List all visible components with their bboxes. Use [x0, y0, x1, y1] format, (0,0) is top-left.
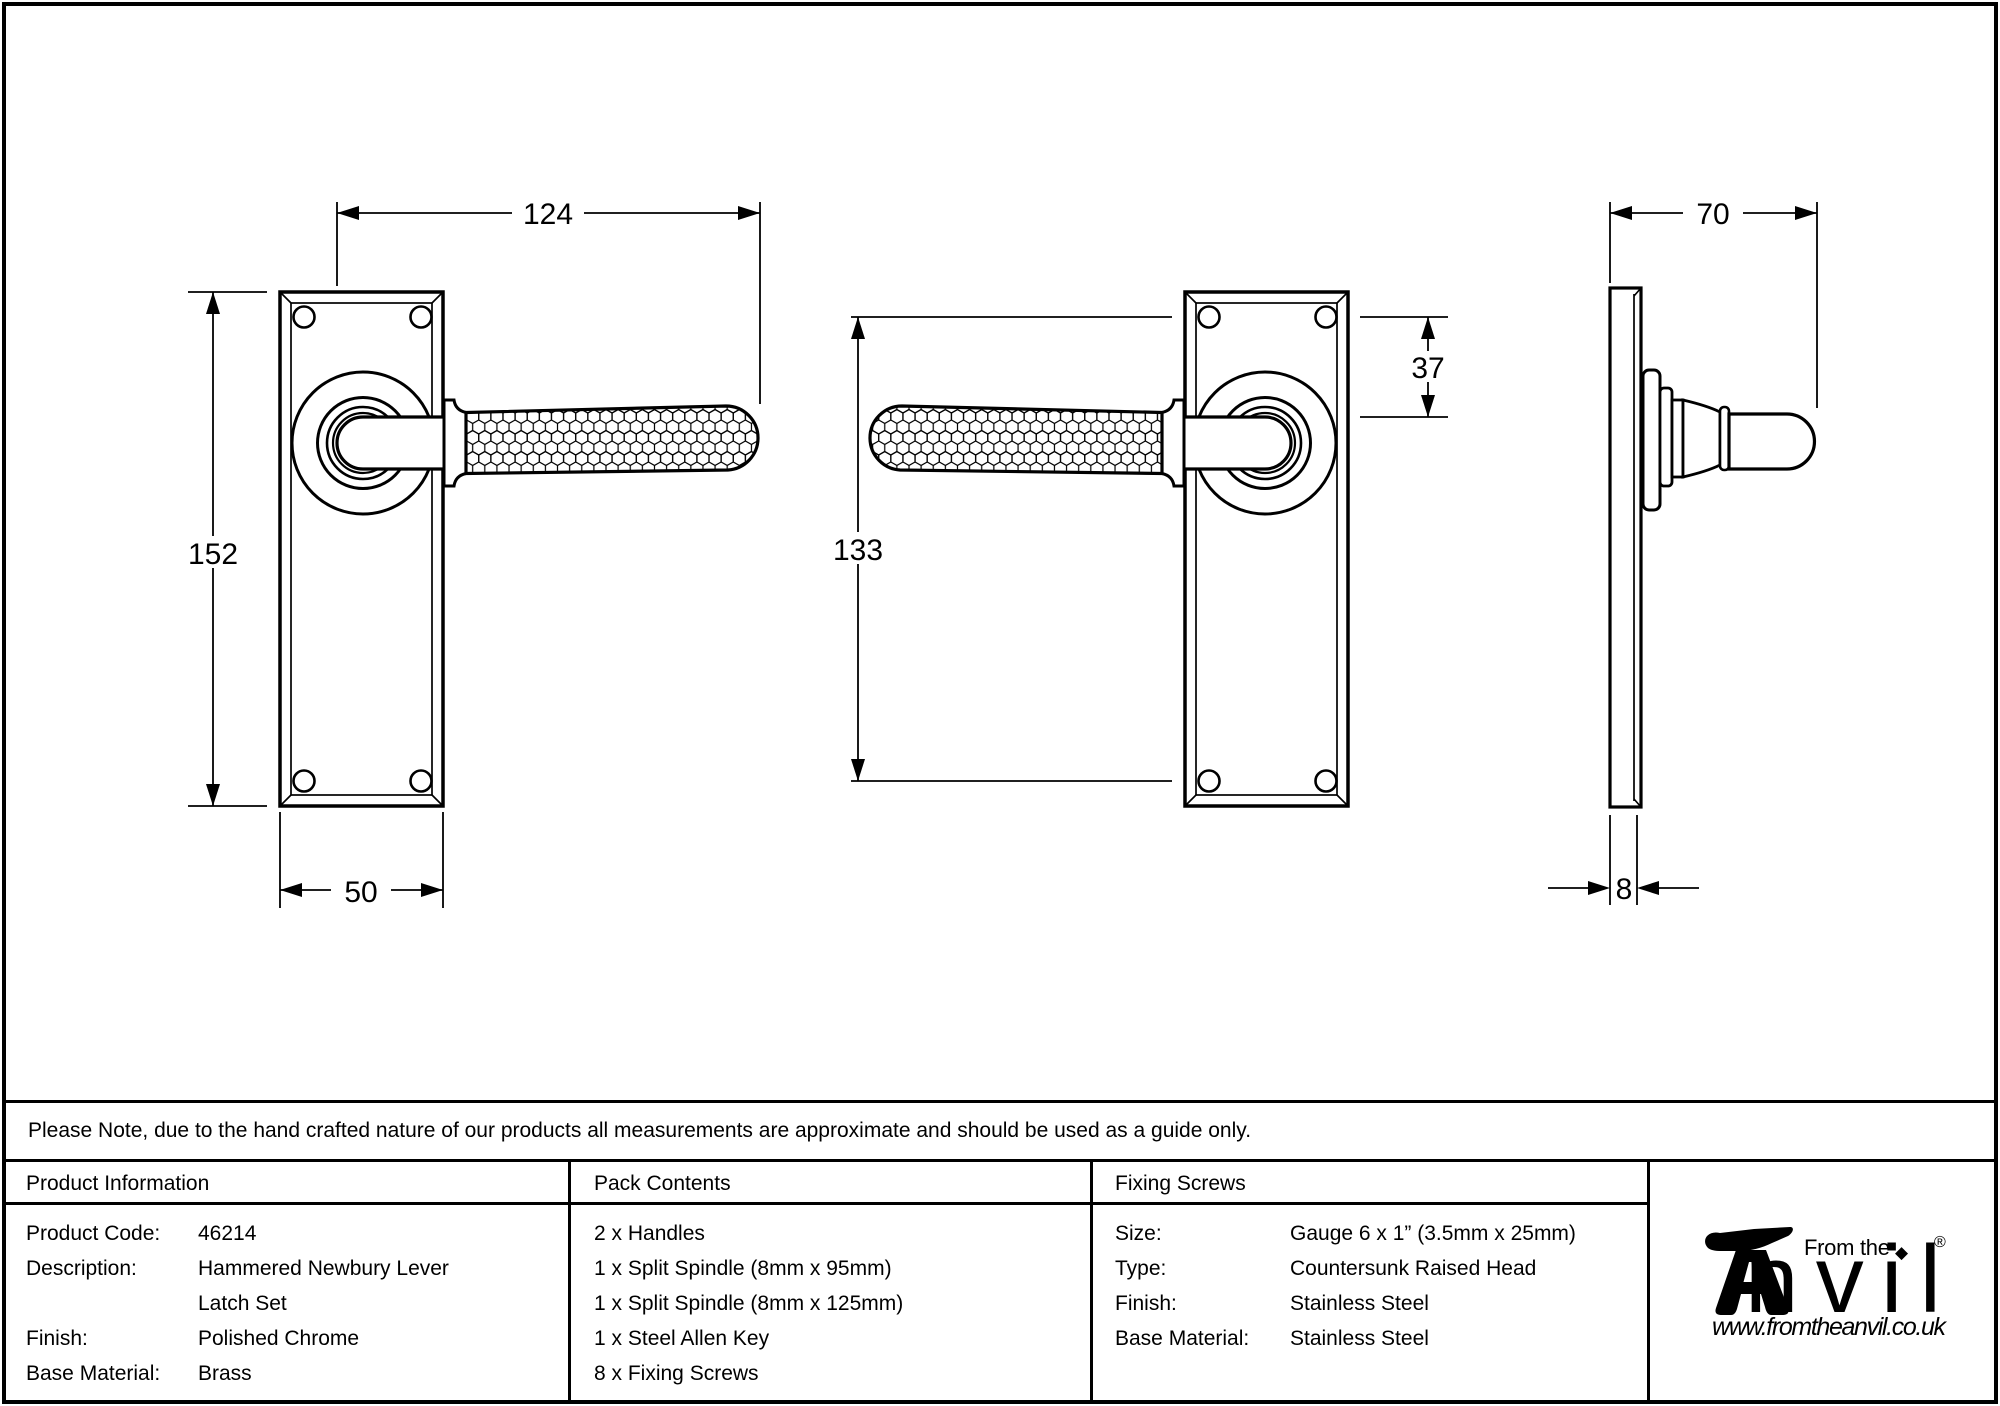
brand-website: www.fromtheanvil.co.uk — [1712, 1313, 1948, 1341]
pack-contents-column: Pack Contents 2 x Handles 1 x Split Spin… — [571, 1162, 1093, 1402]
row-value: 46214 — [198, 1221, 257, 1245]
row-label: Finish: — [1115, 1291, 1177, 1315]
dim-label-152: 152 — [188, 538, 238, 571]
row-value: Latch Set — [198, 1291, 287, 1315]
table-row: Base Material: Stainless Steel — [1115, 1321, 1647, 1356]
row-label: Product Code: — [26, 1221, 161, 1245]
brand-column: nvil From the ◆ ® www.fromtheanvil.co.uk — [1650, 1162, 1998, 1402]
grip-end-side — [1727, 412, 1817, 471]
table-row: Product Code: 46214 — [26, 1216, 568, 1251]
front-backplate — [278, 290, 445, 808]
dim-label-70: 70 — [1696, 198, 1729, 231]
product-info-column: Product Information Product Code: 46214 … — [2, 1162, 571, 1402]
screw-hole — [409, 305, 433, 329]
registered-mark-icon: ® — [1934, 1234, 1946, 1251]
list-item: 1 x Split Spindle (8mm x 125mm) — [594, 1291, 904, 1315]
anvil-icon — [1705, 1227, 1793, 1315]
from-the-anvil-logo: nvil From the ◆ ® www.fromtheanvil.co.uk — [1698, 1222, 1960, 1344]
spec-table: Product Information Product Code: 46214 … — [2, 1162, 1998, 1402]
table-row: Type: Countersunk Raised Head — [1115, 1251, 1647, 1286]
neck-side — [1681, 398, 1722, 479]
dim-fixing-centres — [851, 316, 1172, 782]
list-item: 1 x Steel Allen Key — [594, 1326, 770, 1350]
lever-collar — [1160, 398, 1186, 488]
side-backplate — [1608, 286, 1643, 809]
note-text: Please Note, due to the hand crafted nat… — [28, 1119, 1252, 1142]
lever-side-view — [1608, 286, 1817, 809]
table-row: Latch Set — [26, 1286, 568, 1321]
table-row: Base Material: Brass — [26, 1356, 568, 1391]
table-row: Finish: Polished Chrome — [26, 1321, 568, 1356]
row-value: Countersunk Raised Head — [1290, 1256, 1537, 1280]
table-row: Size: Gauge 6 x 1” (3.5mm x 25mm) — [1115, 1216, 1647, 1251]
list-item: 1 x Split Spindle (8mm x 95mm) — [594, 1256, 892, 1280]
fixing-screws-header: Fixing Screws — [1093, 1162, 1647, 1205]
brand-tagline: From the — [1804, 1235, 1890, 1260]
row-label: Description: — [26, 1256, 137, 1280]
screw-hole — [1314, 769, 1338, 793]
dim-label-8: 8 — [1616, 873, 1633, 906]
diamond-icon: ◆ — [1895, 1243, 1909, 1262]
screw-hole — [1197, 305, 1221, 329]
dim-label-124: 124 — [523, 198, 573, 231]
row-label: Size: — [1115, 1221, 1162, 1245]
row-label: Base Material: — [26, 1361, 161, 1385]
table-row: Description: Hammered Newbury Lever — [26, 1251, 568, 1286]
lever-front-view — [278, 290, 760, 808]
pack-contents-header: Pack Contents — [571, 1162, 1090, 1205]
screw-hole — [1314, 305, 1338, 329]
fixing-screws-column: Fixing Screws Size: Gauge 6 x 1” (3.5mm … — [1093, 1162, 1650, 1402]
hammered-grip — [464, 404, 760, 476]
row-value: Brass — [198, 1361, 252, 1385]
row-value: Hammered Newbury Lever — [198, 1256, 449, 1280]
row-label: Base Material: — [1115, 1326, 1250, 1350]
row-value: Stainless Steel — [1290, 1326, 1429, 1350]
screw-hole — [292, 769, 316, 793]
hammered-grip — [868, 404, 1164, 476]
rose-side — [1641, 368, 1662, 512]
dim-label-133: 133 — [833, 534, 883, 567]
row-value: Stainless Steel — [1290, 1291, 1429, 1315]
row-value: Polished Chrome — [198, 1326, 360, 1350]
screw-hole — [292, 305, 316, 329]
list-item: 8 x Fixing Screws — [594, 1361, 759, 1385]
lever-collar — [442, 398, 468, 488]
screw-hole — [1197, 769, 1221, 793]
row-label: Type: — [1115, 1256, 1167, 1280]
note-bar: Please Note, due to the hand crafted nat… — [2, 1100, 1998, 1162]
lever-neck — [1181, 415, 1293, 471]
anvil-logo-graphic: nvil From the ◆ ® www.fromtheanvil.co.uk — [1705, 1226, 1948, 1341]
rear-backplate — [1183, 290, 1350, 808]
list-item: 2 x Handles — [594, 1221, 705, 1245]
screw-hole — [409, 769, 433, 793]
technical-drawing: 124 152 50 — [187, 198, 1818, 909]
row-label: Finish: — [26, 1326, 88, 1350]
lever-mirrored-view — [868, 290, 1350, 808]
table-row: Finish: Stainless Steel — [1115, 1286, 1647, 1321]
lever-neck — [335, 415, 447, 471]
dim-label-50: 50 — [344, 876, 377, 909]
dim-thickness — [1548, 815, 1699, 905]
dim-label-37: 37 — [1411, 352, 1444, 385]
product-info-header: Product Information — [2, 1162, 568, 1205]
row-value: Gauge 6 x 1” (3.5mm x 25mm) — [1290, 1221, 1576, 1245]
